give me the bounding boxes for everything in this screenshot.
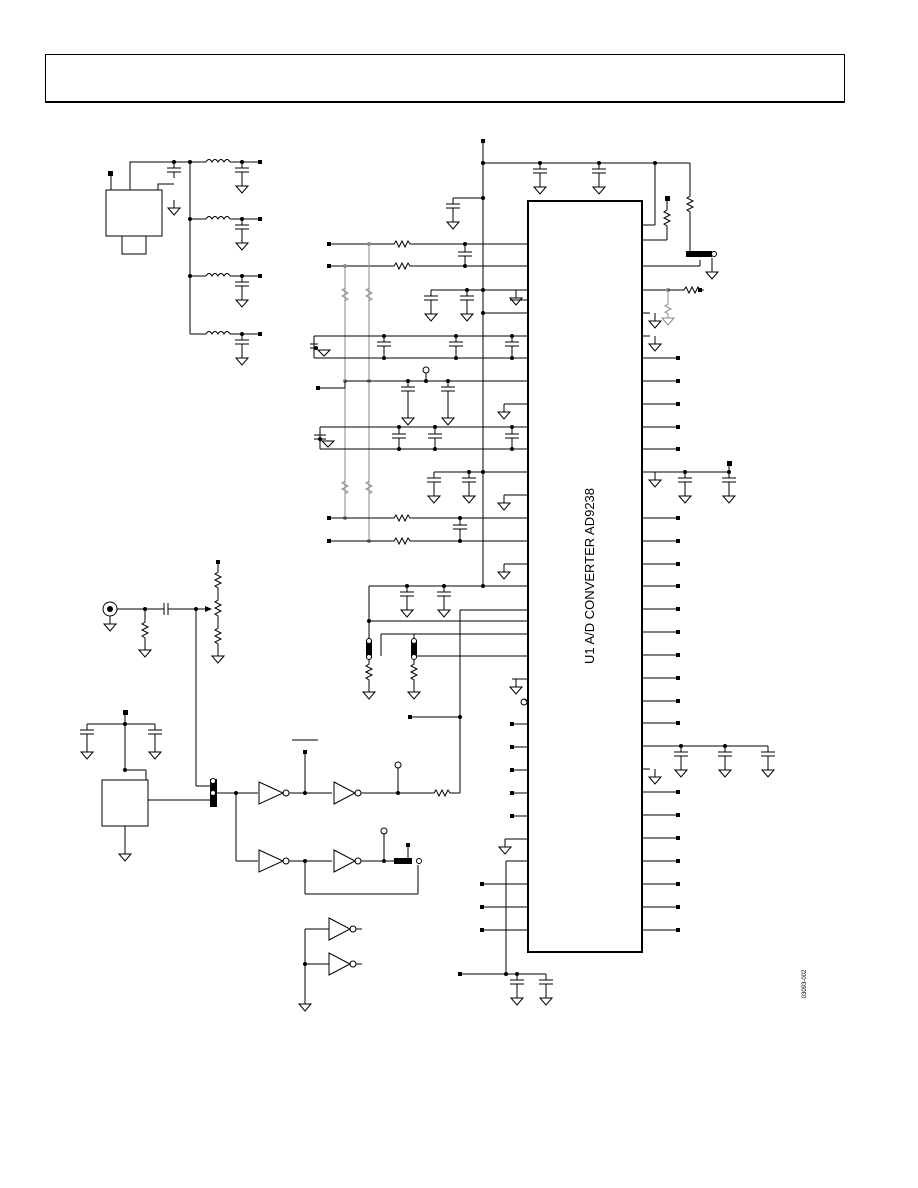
top-supply-rail bbox=[445, 139, 694, 588]
chip-label: U1 A/D CONVERTER AD9238 bbox=[582, 488, 597, 664]
header-box bbox=[45, 54, 845, 103]
reference-jumpers bbox=[362, 584, 529, 706]
chip-right-pins bbox=[642, 356, 776, 932]
chip-left-lower-pins bbox=[458, 722, 554, 1006]
clock-input bbox=[102, 560, 225, 787]
oscillator bbox=[79, 710, 258, 862]
buffer-chain bbox=[258, 609, 528, 1012]
figure-id: 03093-002 bbox=[802, 969, 808, 998]
top-right-pins bbox=[642, 196, 719, 352]
adc-chip: U1 A/D CONVERTER AD9238 bbox=[527, 200, 643, 953]
regulator-section bbox=[105, 159, 262, 366]
analog-input-network bbox=[310, 240, 528, 580]
